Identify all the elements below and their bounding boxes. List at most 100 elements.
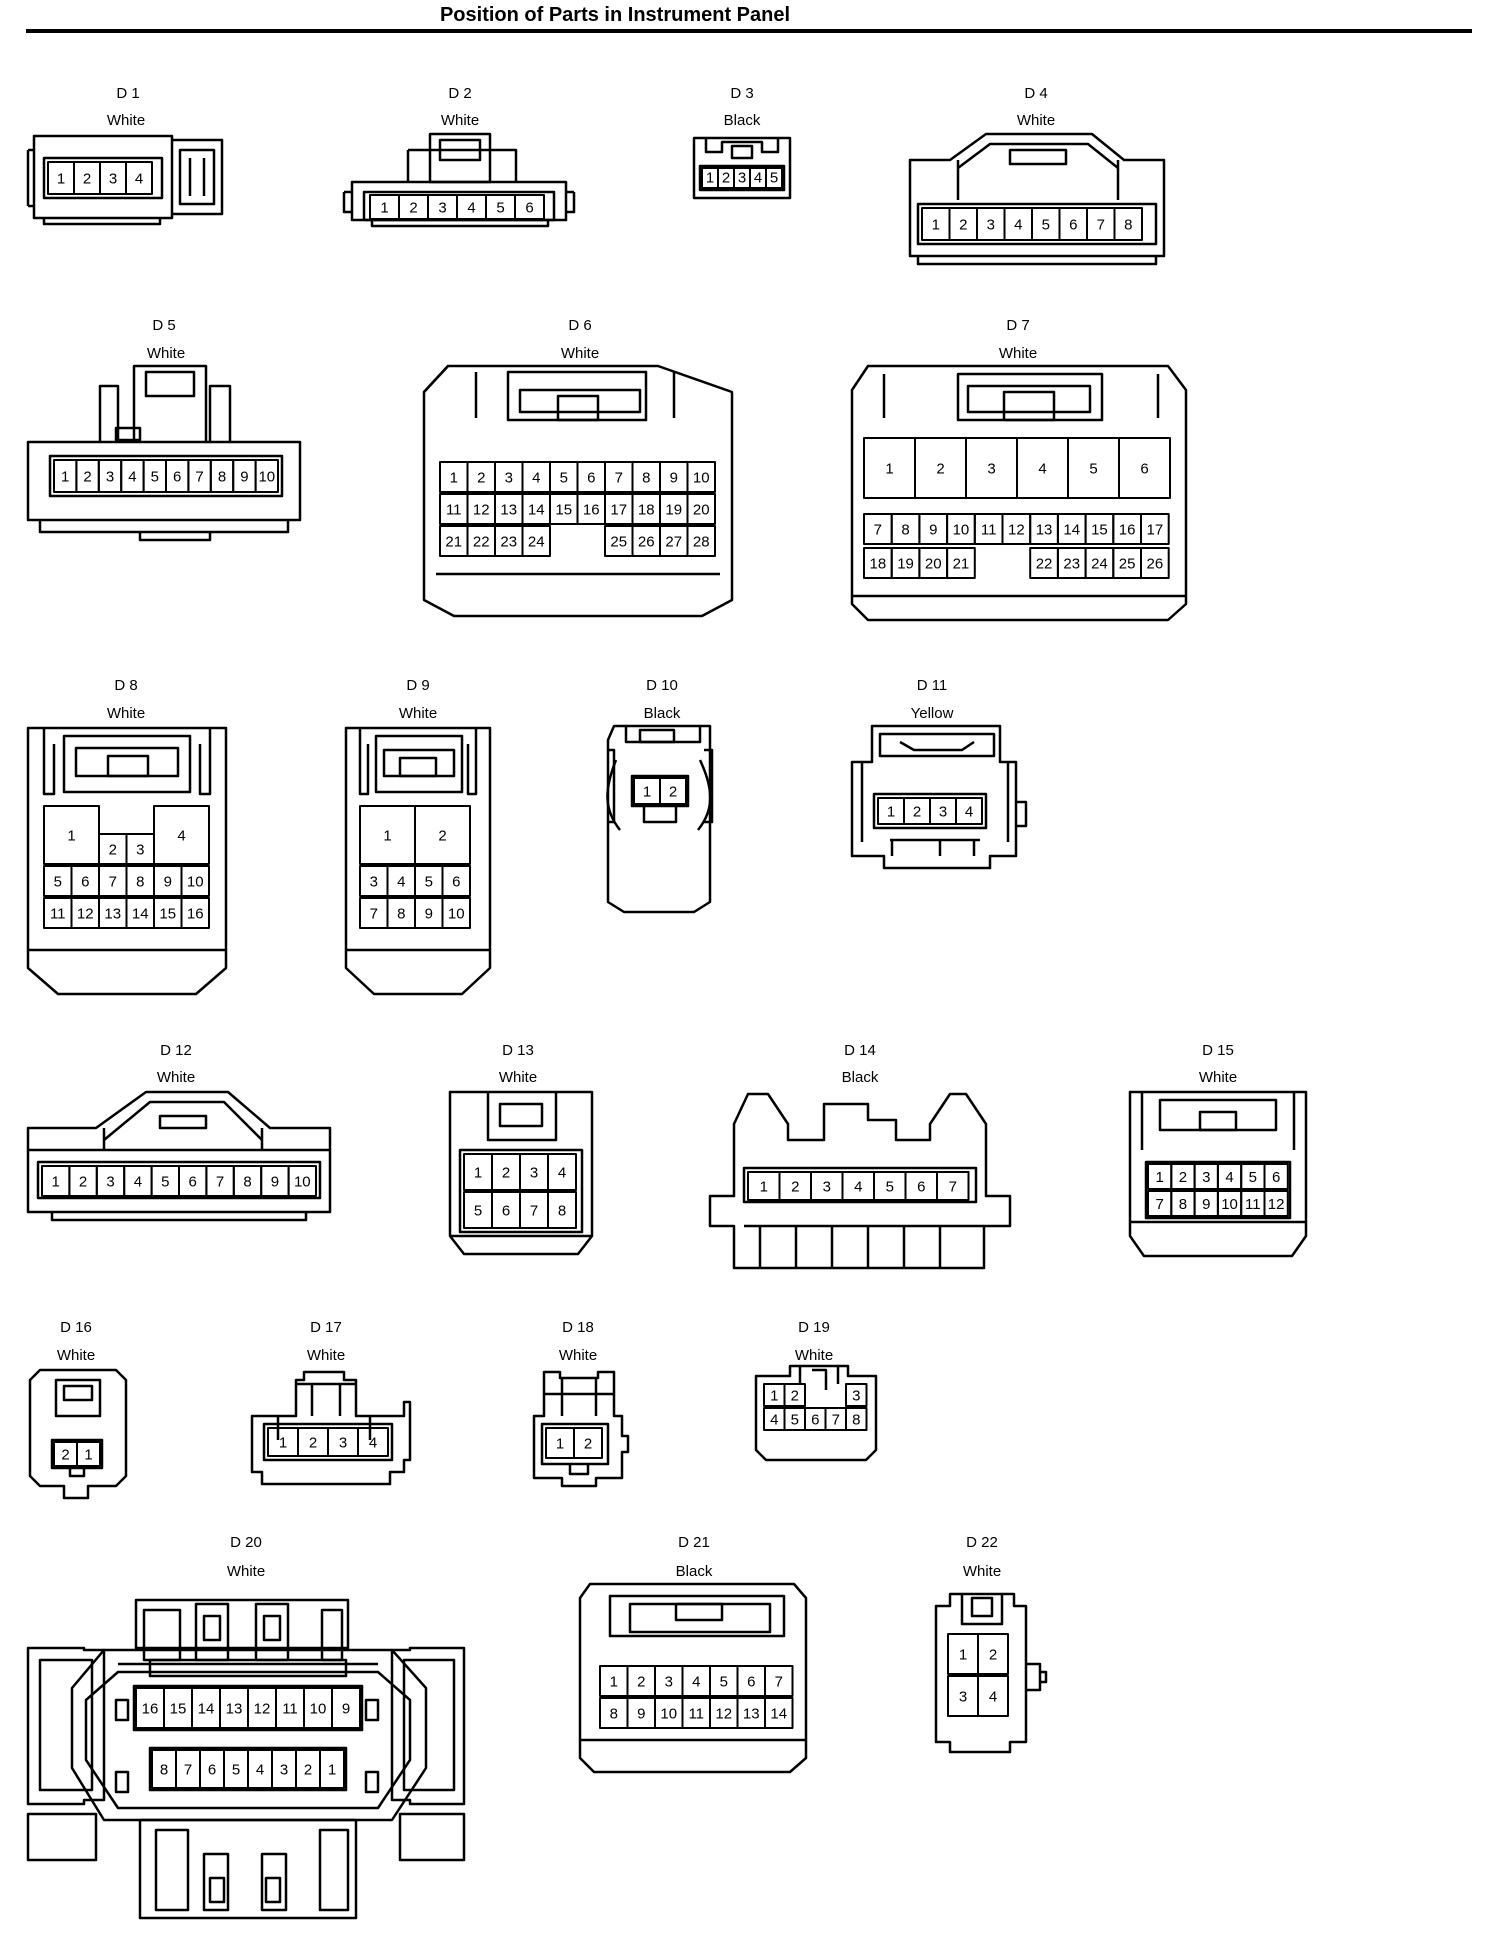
- pin-cell: [441, 865, 471, 897]
- pin-label: 3: [136, 841, 144, 858]
- pin-label: 10: [693, 469, 710, 486]
- pin-label: 6: [208, 1761, 216, 1778]
- pin-label: 1: [450, 469, 458, 486]
- pin-label: 3: [852, 1387, 860, 1404]
- pin-cell: [514, 194, 545, 220]
- pin-cell: [287, 1165, 318, 1197]
- pin-label: 4: [369, 1434, 377, 1451]
- connector-color: White: [963, 1563, 1001, 1580]
- pin-label: 17: [610, 501, 627, 518]
- pin-label: 1: [328, 1761, 336, 1778]
- pin-label: 6: [1069, 216, 1077, 233]
- pin-label: 10: [660, 1705, 677, 1722]
- pin-label: 15: [159, 905, 176, 922]
- pin-label: 1: [643, 783, 651, 800]
- connector-label: D 20: [230, 1534, 262, 1551]
- pin-label: 18: [638, 501, 655, 518]
- pin-label: 11: [446, 501, 462, 518]
- pin-label: 2: [722, 169, 730, 186]
- pin-label: 2: [79, 1173, 87, 1190]
- pin-label: 1: [770, 1387, 778, 1404]
- pin-label: 1: [556, 1435, 564, 1452]
- pin-label: 8: [136, 873, 144, 890]
- pin-label: 4: [965, 803, 973, 820]
- pin-label: 2: [584, 1435, 592, 1452]
- pin-cell: [764, 1697, 794, 1729]
- pin-label: 7: [1155, 1196, 1163, 1213]
- pin-label: 4: [467, 199, 475, 216]
- pin-label: 3: [505, 469, 513, 486]
- connector-color: White: [107, 705, 145, 722]
- pin-label: 9: [240, 468, 248, 485]
- pin-label: 5: [151, 468, 159, 485]
- pin-label: 11: [50, 905, 66, 922]
- pin-label: 4: [754, 169, 762, 186]
- pin-label: 5: [232, 1761, 240, 1778]
- pin-label: 7: [874, 521, 882, 538]
- connector-label: D 17: [310, 1319, 342, 1336]
- pin-label: 4: [256, 1761, 264, 1778]
- connector-color: White: [561, 345, 599, 362]
- pin-label: 16: [583, 501, 600, 518]
- pin-label: 1: [84, 1446, 92, 1463]
- pin-label: 11: [688, 1705, 704, 1722]
- connector-label: D 4: [1024, 85, 1047, 102]
- pin-label: 5: [560, 469, 568, 486]
- pin-label: 20: [925, 555, 942, 572]
- pin-label: 1: [706, 169, 714, 186]
- pin-cell: [547, 1191, 577, 1229]
- pin-label: 1: [959, 1646, 967, 1663]
- pin-label: 4: [558, 1164, 566, 1181]
- pin-label: 13: [226, 1700, 243, 1717]
- pin-label: 9: [342, 1700, 350, 1717]
- connector-label: D 1: [116, 85, 139, 102]
- pin-cell: [845, 1407, 868, 1431]
- pin-label: 2: [637, 1673, 645, 1690]
- pin-label: 7: [195, 468, 203, 485]
- pin-label: 3: [987, 216, 995, 233]
- pin-label: 5: [474, 1202, 482, 1219]
- pin-label: 11: [981, 521, 997, 538]
- pin-label: 6: [811, 1411, 819, 1428]
- pin-label: 7: [109, 873, 117, 890]
- pin-label: 2: [309, 1434, 317, 1451]
- pin-label: 2: [409, 199, 417, 216]
- connector-color: White: [399, 705, 437, 722]
- pin-label: 10: [187, 873, 204, 890]
- connector-label: D 3: [730, 85, 753, 102]
- pin-cell: [319, 1749, 345, 1789]
- connector-color: Black: [842, 1069, 879, 1086]
- pin-label: 1: [67, 827, 75, 844]
- pin-label: 24: [528, 533, 545, 550]
- pin-label: 26: [1147, 555, 1164, 572]
- connector-label: D 16: [60, 1319, 92, 1336]
- pin-label: 2: [61, 1446, 69, 1463]
- connector-color: White: [499, 1069, 537, 1086]
- pin-label: 2: [502, 1164, 510, 1181]
- pin-label: 25: [1119, 555, 1136, 572]
- connector-label: D 6: [568, 317, 591, 334]
- pin-label: 4: [770, 1411, 778, 1428]
- pin-label: 1: [380, 199, 388, 216]
- pin-label: 16: [187, 905, 204, 922]
- connector-color: White: [227, 1563, 265, 1580]
- pin-label: 10: [258, 468, 275, 485]
- pin-label: 4: [532, 469, 540, 486]
- pin-label: 15: [170, 1700, 187, 1717]
